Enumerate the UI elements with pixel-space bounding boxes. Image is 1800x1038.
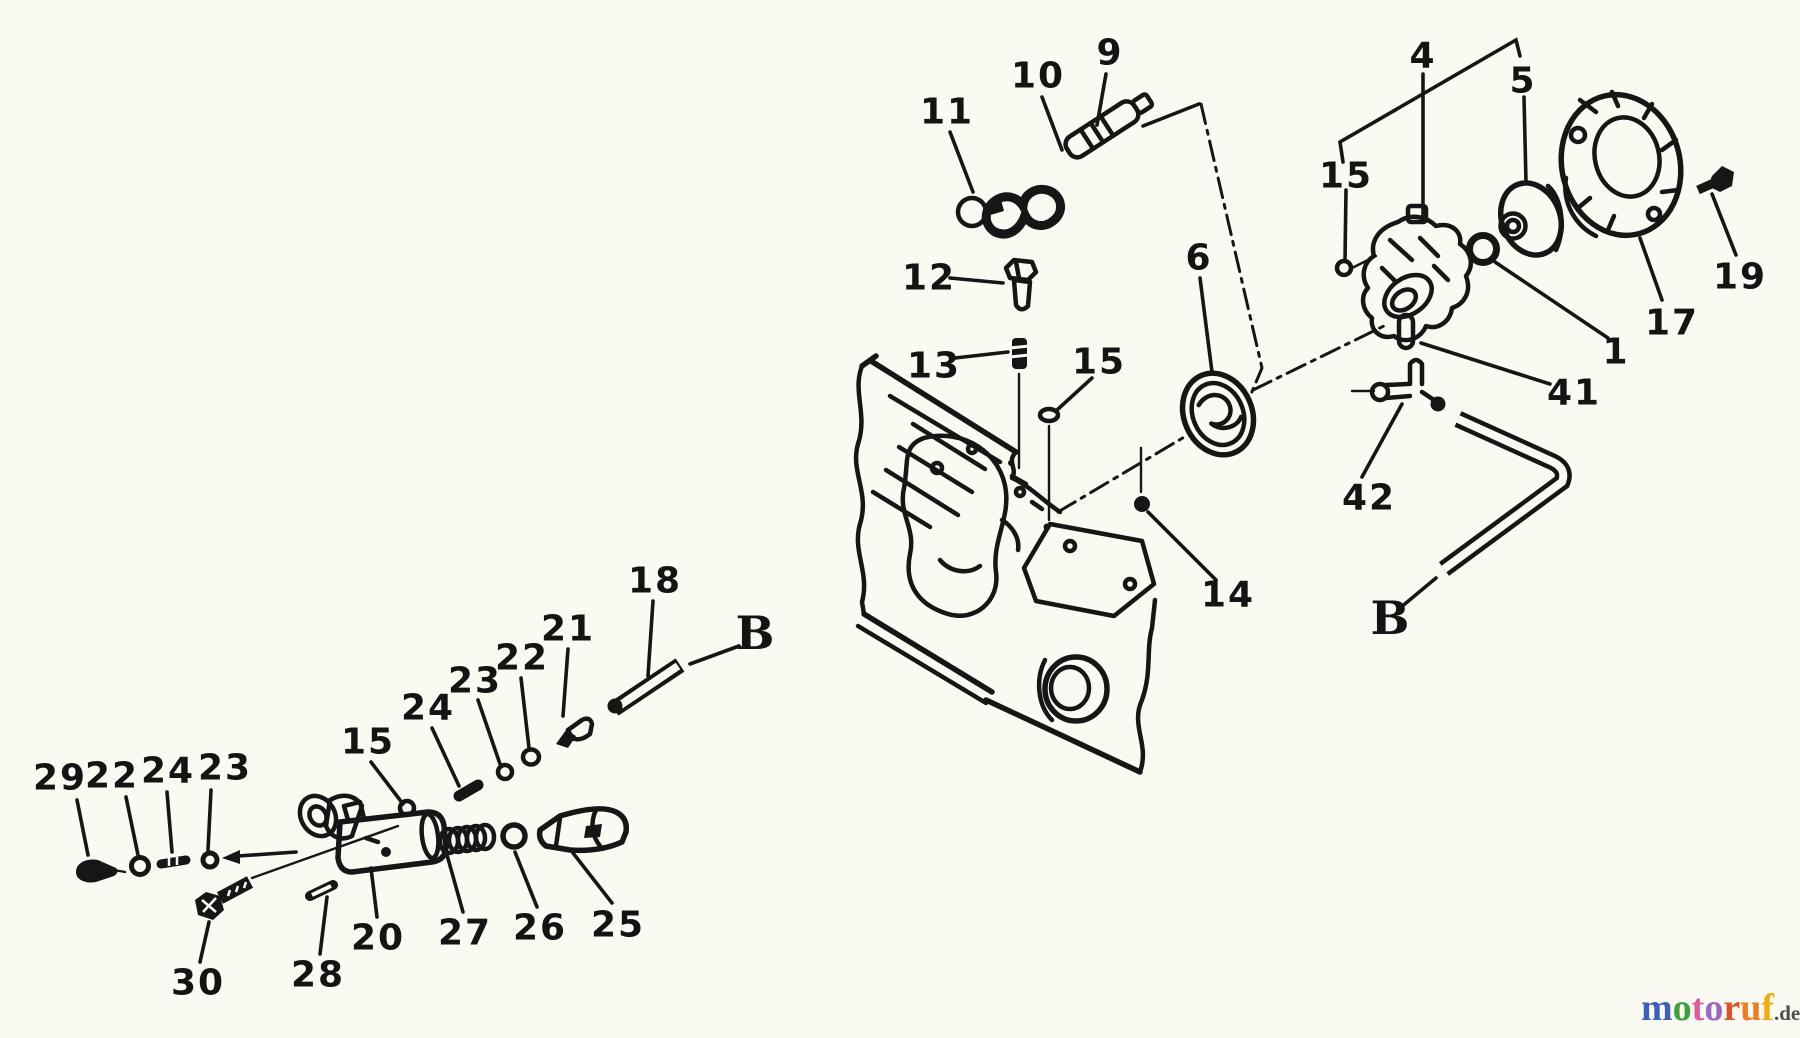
pin-28 [305, 880, 338, 901]
callout-25: 25 [591, 905, 645, 946]
worm-pulley-6 [1179, 370, 1257, 458]
motoruf-watermark: motoruf.de [1641, 986, 1800, 1032]
pump-housing-20 [297, 793, 449, 875]
logo-letter: m [1641, 987, 1673, 1029]
bolt-19 [1696, 166, 1734, 195]
spring-pin-24-left [156, 855, 191, 869]
callout-26: 26 [513, 908, 567, 949]
callout-11: 11 [920, 92, 974, 133]
callout-20: 20 [351, 918, 405, 959]
callout-6: 6 [1185, 238, 1212, 279]
oring-26 [500, 822, 528, 850]
oring-22-left [129, 855, 151, 877]
oil-pump-body [1360, 203, 1474, 343]
callout-12: 12 [902, 258, 956, 299]
callout-14: 14 [1201, 575, 1255, 616]
bolt-30 [195, 876, 254, 920]
dowel-pin-41 [1396, 312, 1416, 351]
logo-letter: r [1723, 987, 1741, 1029]
callout-1: 1 [1602, 332, 1629, 373]
callout-18: 18 [628, 561, 682, 602]
callout-b: B [736, 606, 775, 660]
callout-23: 23 [198, 748, 252, 789]
logo-letter: t [1691, 987, 1705, 1029]
callout-41: 41 [1547, 373, 1601, 414]
motoruf-domain-suffix: .de [1773, 1001, 1800, 1025]
callout-13: 13 [907, 346, 961, 387]
logo-letter: o [1704, 987, 1724, 1029]
oring-15-right [1334, 258, 1354, 278]
callout-29: 29 [33, 758, 87, 799]
callout-24: 24 [401, 688, 455, 729]
motoruf-logo-text: motoruf [1641, 987, 1774, 1029]
logo-letter: f [1761, 987, 1774, 1029]
worm-gear-5 [1497, 180, 1565, 258]
logo-letter: o [1672, 987, 1692, 1029]
oil-plug [1003, 257, 1039, 312]
callout-9: 9 [1096, 33, 1123, 74]
oring-15-mid [1037, 406, 1061, 424]
callout-15: 15 [1072, 342, 1126, 383]
callout-28: 28 [291, 955, 345, 996]
callout-21: 21 [541, 609, 595, 650]
tee-fitting-42 [1369, 357, 1446, 412]
callout-19: 19 [1713, 257, 1767, 298]
cone-nozzle-29 [76, 859, 127, 883]
callout-15: 15 [1319, 156, 1373, 197]
oiler-worm-shaft [1063, 92, 1155, 160]
spring-pin-24-mid [453, 779, 484, 802]
callout-23: 23 [448, 661, 502, 702]
callout-10: 10 [1011, 56, 1065, 97]
direction-arrow [222, 850, 298, 864]
crankcase [853, 353, 1158, 775]
grommet [955, 195, 1004, 229]
callout-42: 42 [1342, 478, 1396, 519]
callout-22: 22 [495, 638, 549, 679]
callout-b: B [1371, 591, 1410, 645]
pin-dot-14 [1134, 496, 1150, 512]
callout-17: 17 [1645, 303, 1699, 344]
callout-27: 27 [438, 913, 492, 954]
logo-letter: u [1740, 987, 1762, 1029]
ball-23-mid [495, 762, 515, 782]
callout-15: 15 [341, 722, 395, 763]
oiler-drive-clip [981, 184, 1065, 239]
callout-24: 24 [141, 751, 195, 792]
oil-hose-b-right [1438, 411, 1572, 576]
oring-22-mid [520, 747, 542, 767]
callout-30: 30 [171, 963, 225, 1004]
spring-27 [437, 822, 497, 856]
callout-4: 4 [1409, 36, 1436, 77]
plunger-25 [536, 806, 630, 854]
callout-22: 22 [85, 756, 139, 797]
gasket-plate-17 [1558, 89, 1684, 239]
oring-1 [1466, 232, 1500, 266]
check-valve-21 [556, 716, 595, 748]
callout-5: 5 [1509, 61, 1536, 102]
leader-lines [75, 37, 1738, 964]
oil-tube-18 [607, 658, 685, 716]
ball-23-left [200, 850, 220, 870]
adjust-screw [1008, 338, 1030, 466]
